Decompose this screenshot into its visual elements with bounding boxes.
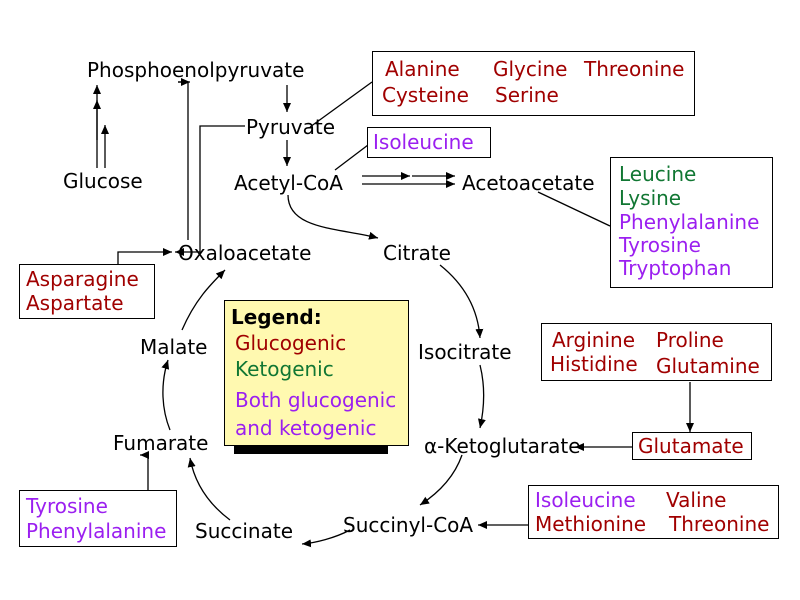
isocitrate-to-akg-arrow bbox=[478, 364, 486, 429]
amino-acid-box-pyruvate: Alanine Glycine Threonine Cysteine Serin… bbox=[372, 51, 695, 116]
amino-acid-box-oxaloacetate: Asparagine Aspartate bbox=[19, 264, 155, 319]
metabolite-succinyl-coa: Succinyl-CoA bbox=[343, 513, 474, 537]
amino-acid-box-glutamate-sources: Arginine Proline Histidine Glutamine bbox=[541, 323, 772, 381]
aa-asparagine: Asparagine bbox=[26, 267, 139, 291]
aa-tryptophan: Tryptophan bbox=[619, 256, 732, 280]
aa-isoleucine: Isoleucine bbox=[373, 130, 474, 154]
aa-alanine: Alanine bbox=[385, 57, 460, 81]
amino-acid-box-succinylcoa: Isoleucine Valine Methionine Threonine bbox=[528, 485, 779, 539]
aa-tyrosine: Tyrosine bbox=[619, 233, 701, 257]
aa-lysine: Lysine bbox=[619, 186, 682, 210]
metabolite-malate: Malate bbox=[140, 335, 208, 359]
aa-phenylalanine-2: Phenylalanine bbox=[26, 519, 167, 543]
legend-both-line1: Both glucogenic bbox=[235, 388, 397, 412]
metabolite-fumarate: Fumarate bbox=[113, 431, 209, 455]
amino-acid-box-acetylcoa: Isoleucine bbox=[367, 127, 491, 158]
aa-tyrosine-2: Tyrosine bbox=[26, 494, 108, 518]
legend-shadow bbox=[234, 446, 388, 454]
aa-cysteine: Cysteine bbox=[382, 83, 469, 107]
aa-valine: Valine bbox=[666, 488, 727, 512]
aa-arginine: Arginine bbox=[552, 328, 636, 352]
legend-ketogenic: Ketogenic bbox=[235, 357, 334, 381]
metabolite-acetyl-coa: Acetyl-CoA bbox=[234, 171, 343, 195]
citrate-to-isocitrate-arrow bbox=[439, 264, 484, 339]
tyrosine-box-to-fumarate-arrow bbox=[140, 451, 149, 490]
metabolite-citrate: Citrate bbox=[383, 241, 451, 265]
alanine-box-connector bbox=[309, 81, 373, 128]
metabolite-pyruvate: Pyruvate bbox=[246, 115, 336, 139]
amino-acid-box-acetoacetate: Leucine Lysine Phenylalanine Tyrosine Tr… bbox=[610, 157, 773, 288]
aa-histidine: Histidine bbox=[550, 352, 638, 376]
aa-methionine: Methionine bbox=[535, 512, 647, 536]
aa-threonine: Threonine bbox=[584, 57, 685, 81]
amino-acid-box-glutamate: Glutamate bbox=[632, 432, 752, 460]
aa-serine: Serine bbox=[495, 83, 559, 107]
succinylcoa-to-succinate-arrow bbox=[301, 529, 351, 548]
fumarate-to-malate-arrow bbox=[161, 359, 171, 431]
aa-aspartate: Aspartate bbox=[26, 291, 124, 315]
aa-isoleucine-2: Isoleucine bbox=[535, 488, 636, 512]
metabolite-glucose: Glucose bbox=[63, 169, 143, 193]
pep-oxaloacetate-connector bbox=[178, 81, 189, 240]
legend: Legend: Glucogenic Ketogenic Both glucog… bbox=[224, 300, 409, 446]
acetylcoa-to-citrate-arrow bbox=[287, 194, 379, 240]
aa-glutamine: Glutamine bbox=[656, 354, 760, 378]
metabolite-succinate: Succinate bbox=[195, 519, 293, 543]
isoleucine-box-connector bbox=[334, 144, 369, 171]
aa-threonine-2: Threonine bbox=[669, 512, 770, 536]
akg-to-succinylcoa-arrow bbox=[419, 454, 463, 506]
metabolite-acetoacetate: Acetoacetate bbox=[462, 171, 595, 195]
metabolite-isocitrate: Isocitrate bbox=[418, 340, 512, 364]
aa-glycine: Glycine bbox=[493, 57, 568, 81]
legend-both-line2: and ketogenic bbox=[235, 416, 377, 440]
pyruvate-to-oxaloacetate-arrow bbox=[175, 125, 245, 256]
metabolite-phosphoenolpyruvate: Phosphoenolpyruvate bbox=[87, 58, 305, 82]
legend-title: Legend: bbox=[231, 305, 322, 329]
legend-glucogenic: Glucogenic bbox=[235, 331, 347, 355]
aa-phenylalanine: Phenylalanine bbox=[619, 210, 760, 234]
aa-proline: Proline bbox=[656, 328, 724, 352]
amino-acid-box-fumarate: Tyrosine Phenylalanine bbox=[19, 490, 177, 547]
metabolite-oxaloacetate: Oxaloacetate bbox=[178, 241, 312, 265]
malate-to-oxaloacetate-arrow bbox=[181, 269, 226, 331]
aa-leucine: Leucine bbox=[619, 162, 697, 186]
metabolite-alpha-ketoglutarate: α-Ketoglutarate bbox=[424, 434, 581, 458]
aa-glutamate: Glutamate bbox=[638, 434, 744, 458]
asparagine-to-oxaloacetate-arrow bbox=[117, 248, 172, 265]
leucine-box-connector bbox=[537, 191, 611, 227]
succinate-to-fumarate-arrow bbox=[187, 457, 231, 521]
